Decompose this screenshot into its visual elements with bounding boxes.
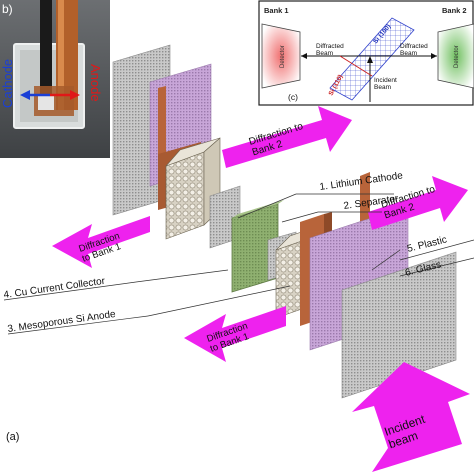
incident-beam-arrow-shape: [352, 362, 470, 472]
cathode-tab: [40, 0, 52, 110]
leader-si-anode: [147, 285, 291, 317]
leader-cu-collector: [135, 269, 229, 283]
anode-arrowhead: [70, 90, 80, 100]
inset-panel: Bank 1 Bank 2 Detector Detector Si (100)…: [258, 0, 474, 106]
diffracted-beam-right-line1-2: Beam: [400, 50, 417, 57]
arrow-bank1-bottom-shape: [184, 306, 286, 362]
bank1-label: Bank 1: [264, 6, 289, 15]
incident-beam-label-text: Incident: [374, 77, 397, 84]
bank1-detector-label: Detector: [280, 45, 286, 68]
arrow-bank2-top-shape: [222, 106, 352, 168]
leader-plastic: [371, 249, 401, 271]
diffracted-beam-right-arrowhead: [431, 53, 437, 59]
arrow-diffraction-bank1-left: Diffractionto Bank 1: [52, 216, 150, 268]
arrow-bank1-left-shape: [52, 216, 150, 268]
arrow-diffraction-bank2-top: Diffraction toBank 2: [222, 106, 352, 168]
callout-si-anode: 3. Mesoporous Si Anode: [7, 309, 117, 335]
si-crystal: [329, 17, 415, 101]
leader-si-anode-h: [7, 315, 149, 335]
back-si-anode-front: [165, 151, 205, 240]
cathode-label: Cathode: [0, 59, 15, 108]
bank2-detector-label: Detector: [454, 45, 460, 68]
bank2-detector: [437, 23, 474, 89]
photo-panel-label: b): [2, 2, 13, 16]
bank1-detector: [261, 23, 301, 89]
arrow-incident-beam: Incidentbeam: [352, 362, 470, 472]
leader-separator: [281, 211, 319, 223]
incident-beam-label-text-2: Beam: [374, 84, 391, 91]
leader-cu-collector-h: [3, 281, 137, 301]
anode-label: Anode: [88, 64, 103, 102]
cathode-arrowhead: [20, 90, 30, 100]
photo-panel: b) Cathode Anode: [0, 0, 110, 158]
arrow-diffraction-bank1-bottom: Diffractionto Bank 1: [184, 306, 286, 362]
inset-panel-label: (c): [288, 92, 298, 102]
callout-cu-collector: 4. Cu Current Collector: [3, 276, 106, 301]
diffracted-beam-left-line1: Diffracted: [316, 43, 344, 50]
diffracted-beam-left-line1-2: Beam: [316, 50, 333, 57]
bank2-label: Bank 2: [442, 6, 467, 15]
callout-plastic: 5. Plastic: [406, 234, 448, 254]
diffracted-beam-left-arrowhead: [301, 53, 307, 59]
cell-sample-window: [38, 94, 54, 110]
anode-tab-highlight: [58, 0, 64, 110]
arrow-bank2-right-shape: [368, 176, 468, 230]
diffracted-beam-right-line1: Diffracted: [400, 43, 428, 50]
front-glass-layer: [341, 251, 457, 399]
leader-lithium-cathode: [237, 193, 297, 219]
si110-axis: [339, 55, 373, 77]
main-panel-label: (a): [6, 431, 19, 443]
leader-glass-h: [399, 257, 474, 277]
leader-plastic-h: [399, 239, 474, 261]
incident-beam-arrowhead: [367, 56, 373, 63]
